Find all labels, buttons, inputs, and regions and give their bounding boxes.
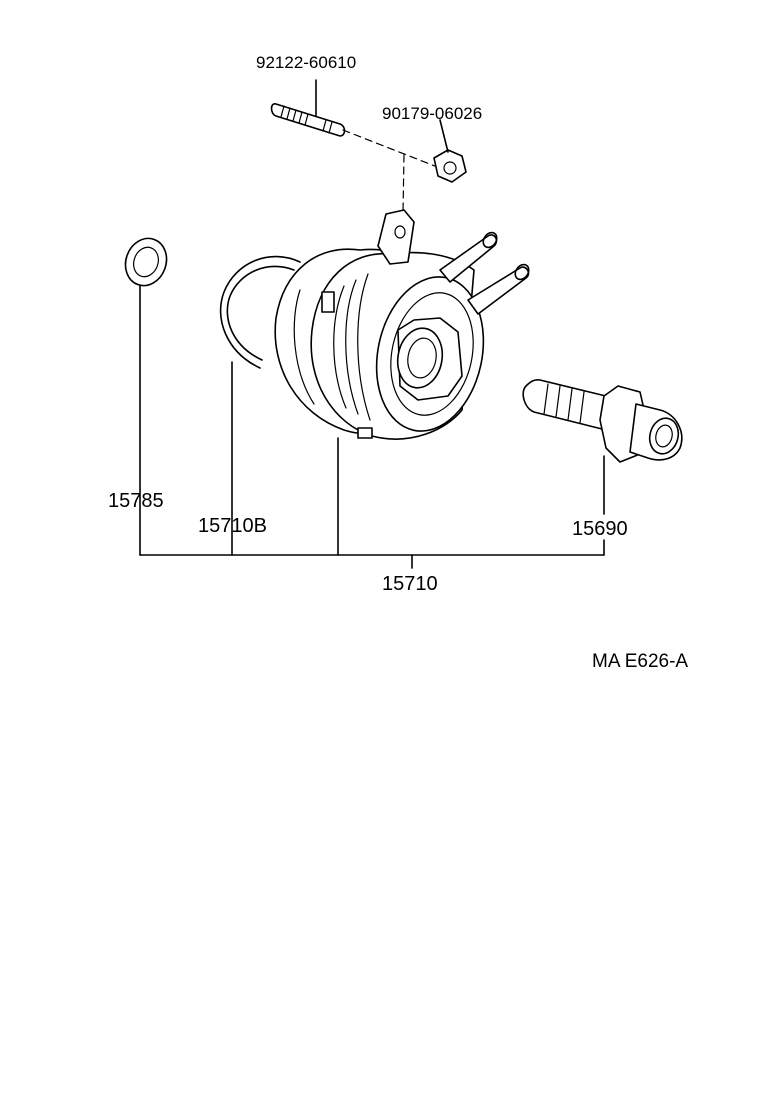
- stud-bolt-drawing: [270, 79, 346, 137]
- label-gasket-ring: 15785: [108, 490, 164, 512]
- label-nut: 90179-06026: [382, 104, 483, 123]
- label-stud: 92122-60610: [256, 53, 357, 72]
- label-o-ring: 15710B: [198, 515, 267, 537]
- gasket-ring-drawing: [124, 237, 168, 556]
- union-bolt-drawing: [522, 379, 683, 556]
- oil-cooler-drawing: [274, 209, 530, 556]
- stud-nut-leader: [342, 129, 441, 169]
- flange-nut-drawing: [433, 119, 467, 183]
- label-union-bolt: 15690: [572, 518, 628, 540]
- o-ring-drawing: [219, 255, 301, 556]
- nut-bracket-leader: [402, 154, 405, 213]
- assembly-bracket-line: [139, 554, 605, 569]
- diagram-code: MA E626-A: [592, 651, 689, 672]
- label-cooler-assy: 15710: [382, 573, 438, 595]
